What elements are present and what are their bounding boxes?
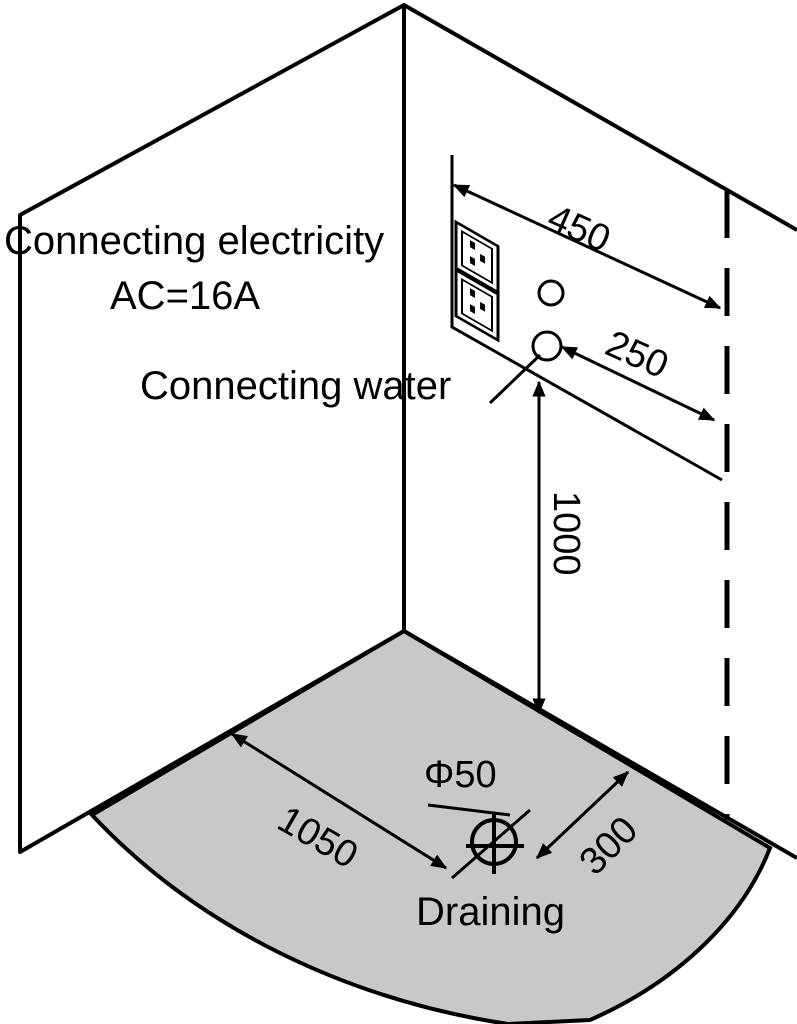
dimension-250-label: 250	[599, 323, 674, 387]
dimension-450-label: 450	[541, 197, 616, 261]
dimension-450-line	[452, 183, 722, 310]
water-inlet-upper-icon	[537, 279, 565, 307]
water-label: Connecting water	[140, 364, 451, 408]
dimension-1050-line	[230, 732, 448, 870]
dimension-250-line	[560, 345, 716, 422]
electricity-rating-label: AC=16A	[110, 274, 260, 318]
right-wall	[402, 3, 797, 860]
dimension-1000-label: 1000	[545, 491, 587, 576]
installation-panel-outline	[450, 155, 723, 482]
water-inlet-lower-icon	[531, 330, 563, 362]
draining-label: Draining	[416, 890, 565, 934]
electricity-label: Connecting electricity	[4, 219, 384, 263]
drain-symbol-icon	[451, 808, 531, 880]
drain-leader-line	[427, 803, 511, 817]
drain-diameter-label: Φ50	[424, 754, 497, 796]
water-leader-line	[488, 353, 542, 405]
dimension-300-line	[535, 770, 630, 860]
